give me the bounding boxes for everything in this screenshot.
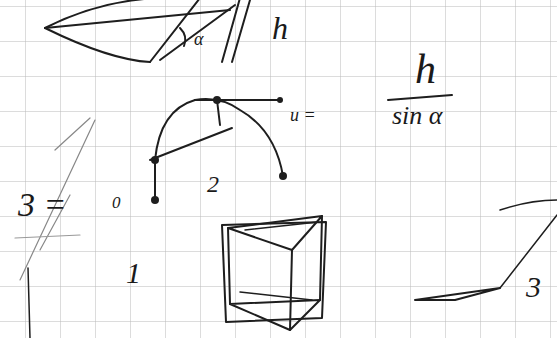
fraction-bar xyxy=(388,95,452,100)
prism-edge xyxy=(228,216,322,330)
margin-line xyxy=(28,268,30,338)
point xyxy=(151,196,159,204)
cone-edge xyxy=(45,0,160,28)
handwritten-label: 1 xyxy=(126,258,141,288)
arc xyxy=(155,99,283,176)
height-line xyxy=(222,0,255,62)
prism-bottom xyxy=(230,300,320,330)
prism-top xyxy=(228,216,322,250)
cone-base xyxy=(45,28,150,62)
chord xyxy=(154,160,156,200)
handwritten-label: h xyxy=(272,12,288,44)
faint-scribble xyxy=(15,235,80,238)
cone-edge xyxy=(45,10,230,28)
handwritten-label: h xyxy=(415,48,436,90)
handwritten-label: 0 xyxy=(112,194,121,211)
handwritten-label: sin α xyxy=(392,103,443,129)
handwritten-label: α xyxy=(194,30,203,48)
handwritten-label: 3 xyxy=(526,272,541,302)
edge-sketch xyxy=(500,200,557,210)
point xyxy=(279,172,287,180)
handwritten-label: 3 = xyxy=(18,188,66,222)
point xyxy=(151,156,159,164)
cone-edge xyxy=(150,0,200,62)
arc-segment xyxy=(217,99,280,101)
handwritten-label: u = xyxy=(290,106,316,124)
point xyxy=(277,97,283,103)
handwritten-label: 2 xyxy=(207,172,219,196)
point xyxy=(213,96,221,104)
cone-edge xyxy=(160,5,235,60)
prism-hatch xyxy=(240,222,318,300)
angle-arc xyxy=(180,28,185,46)
chord xyxy=(150,128,232,160)
triangle xyxy=(415,288,500,300)
